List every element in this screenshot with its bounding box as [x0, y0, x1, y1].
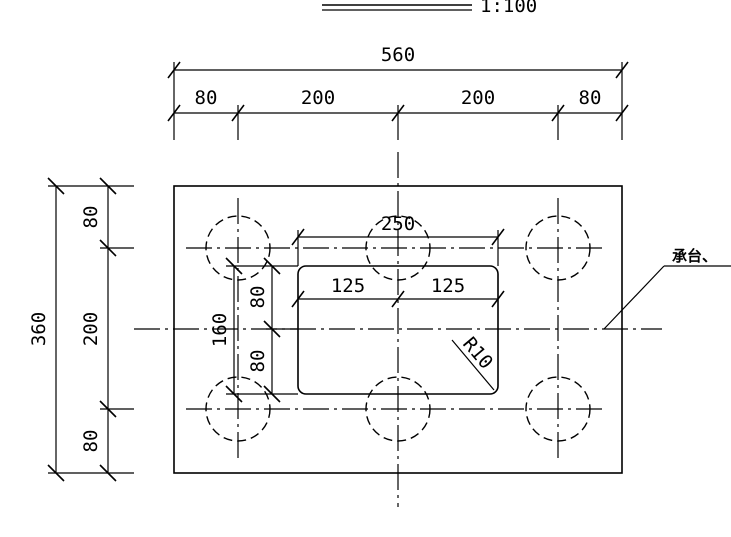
dim-left-edge: 80	[195, 87, 218, 109]
scale-title: 1:100	[322, 0, 537, 17]
left-dimensions: 360 80 200 80	[28, 177, 134, 482]
dim-overall-height: 360	[28, 312, 50, 346]
dim-opening-half-top: 80	[247, 286, 269, 309]
dim-opening-width: 250	[381, 213, 415, 235]
opening-height-dimensions: 160 80 80	[209, 257, 298, 403]
center-lines	[134, 152, 662, 507]
scale-label: 1:100	[480, 0, 537, 17]
dim-right-edge: 80	[579, 87, 602, 109]
dim-overall-width: 560	[381, 44, 415, 66]
dim-middle-span: 200	[80, 312, 102, 346]
pile-circle	[365, 215, 431, 281]
opening-outline	[297, 265, 499, 395]
dim-right-span: 200	[461, 87, 495, 109]
leader-note-text: 承台、	[672, 247, 717, 265]
piles	[205, 215, 591, 442]
dim-bottom-edge: 80	[80, 430, 102, 453]
pile-circle	[365, 376, 431, 442]
corner-radius-callout: R10	[451, 333, 497, 391]
top-dimensions: 560 80 200 200 80	[167, 44, 629, 140]
dim-left-span: 200	[301, 87, 335, 109]
dim-opening-half-right: 125	[431, 275, 465, 297]
dim-opening-height: 160	[209, 313, 231, 347]
dim-top-edge: 80	[80, 206, 102, 229]
pile-circle	[525, 376, 591, 442]
pile-circle	[525, 215, 591, 281]
opening-width-dimensions: 250 125 125	[291, 213, 505, 308]
pile-circle	[205, 215, 271, 281]
leader-note: 承台、	[603, 247, 731, 330]
dim-corner-radius: R10	[458, 333, 497, 373]
pile-circle	[205, 376, 271, 442]
dim-opening-half-bottom: 80	[247, 350, 269, 373]
dim-opening-half-left: 125	[331, 275, 365, 297]
